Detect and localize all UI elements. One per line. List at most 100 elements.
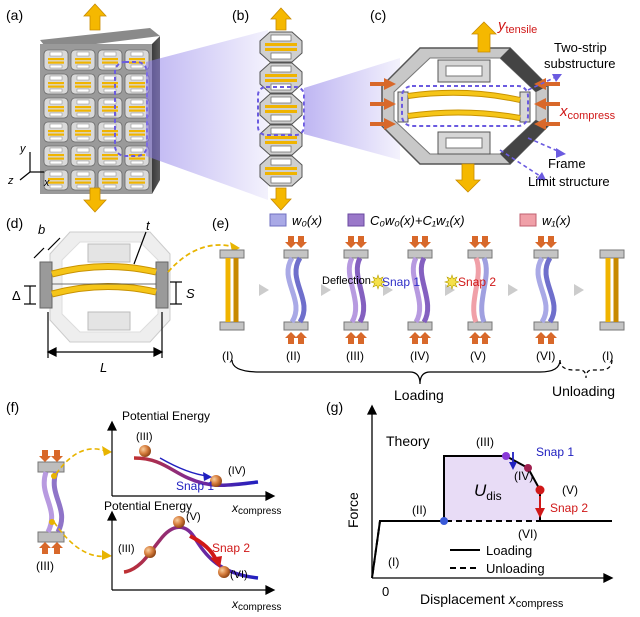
unit-cell	[43, 97, 69, 119]
axis-label-y: y	[19, 143, 27, 155]
unit-cell	[124, 49, 150, 71]
state-label-bottom-v: (V)	[186, 511, 201, 523]
legend-label-unloading: Unloading	[486, 561, 545, 576]
xlabel-top: xcompress	[231, 501, 281, 517]
unit-cell	[70, 145, 96, 167]
tensile-arrow-down-a	[83, 187, 107, 213]
panel-label-g: (g)	[326, 399, 343, 415]
callout-lines-c	[499, 75, 561, 177]
unit-cell	[97, 145, 123, 167]
arrowhead-bottom-link	[102, 550, 112, 560]
state-label-top-iv: (IV)	[228, 465, 246, 477]
snap2-label-g: Snap 2	[550, 501, 588, 515]
stage-label-1: (I)	[222, 349, 233, 363]
force-axes	[366, 404, 614, 584]
unit-cell	[97, 169, 123, 191]
unit-cell	[43, 73, 69, 95]
tensile-arrow-down-c	[455, 163, 481, 193]
snap1-label-top: Snap 1	[176, 479, 214, 493]
unit-cell-large	[381, 47, 549, 165]
udis-label: Udis	[474, 481, 502, 503]
legend-label-combo: C₀w₀(x)+C₁w₁(x)	[370, 213, 465, 228]
stage-transition-arrow	[259, 284, 269, 296]
unit-cell	[97, 97, 123, 119]
panel-label-c: (c)	[370, 7, 386, 23]
panel-label-d: (d)	[6, 215, 23, 231]
unit-cell	[97, 49, 123, 71]
coordinate-axes	[19, 152, 44, 181]
limit-structure-label: Limit structure	[528, 174, 610, 189]
state-label-g-iii: (III)	[476, 435, 494, 449]
snap-burst-icon	[444, 274, 460, 290]
unit-cell	[124, 73, 150, 95]
stage-label-3: (III)	[346, 349, 364, 363]
two-strip-label-1: Two-strip	[554, 40, 607, 55]
unit-cell	[70, 169, 96, 191]
tensile-arrow-down-b	[270, 187, 292, 211]
state-label-g-ii: (II)	[412, 503, 427, 517]
link-arrow-d-e	[167, 244, 239, 273]
displacement-axis-label: Displacement xcompress	[420, 591, 564, 610]
udis-area	[444, 456, 540, 521]
stage-transition-arrow	[383, 284, 393, 296]
zoom-fan-ab	[146, 30, 268, 200]
unit-cell-grid	[43, 49, 150, 191]
snap1-arrowhead-top	[203, 472, 212, 481]
deflection-label: Deflection	[322, 275, 371, 287]
legend-e: w₀(x) C₀w₀(x)+C₁w₁(x) w₁(x)	[269, 213, 571, 228]
callout-arrowheads-c	[536, 74, 566, 180]
unloading-brace	[559, 359, 613, 379]
deformation-stages: (I)(II)(III)(IV)(V)(VI)(I)	[219, 236, 625, 363]
beam-state-iii	[37, 450, 65, 554]
unit-cell-column	[259, 31, 303, 187]
panel-label-f: (f)	[6, 399, 19, 415]
tensile-arrow-up-c	[471, 21, 497, 53]
state-label-bottom-vi: (VI)	[230, 569, 248, 581]
energy-plot-bottom	[107, 510, 276, 595]
stage-3: (III)	[343, 236, 369, 363]
legend-label-loading: Loading	[486, 543, 532, 558]
compress-arrows-left-c	[370, 78, 396, 130]
stage-4: (IV)	[407, 236, 433, 363]
unit-cell	[70, 73, 96, 95]
marker-ii	[440, 517, 448, 525]
unit-cell	[70, 49, 96, 71]
unit-cell	[124, 169, 150, 191]
unit-cell	[124, 121, 150, 143]
state-label-g-v: (V)	[562, 483, 578, 497]
metamaterial-block	[40, 28, 160, 194]
link-to-bottom-energy	[53, 521, 109, 558]
legend-label-w0: w₀(x)	[292, 213, 322, 228]
column-cell	[259, 93, 303, 125]
unit-cell	[43, 145, 69, 167]
unit-cell	[43, 121, 69, 143]
theory-label: Theory	[386, 433, 430, 449]
stage-label-2: (II)	[286, 349, 301, 363]
state-label-g-vi: (VI)	[518, 527, 537, 541]
snap1-arrowhead-g	[509, 462, 517, 470]
state-label-g-iv: (IV)	[514, 469, 533, 483]
dim-label-t: t	[146, 218, 151, 233]
panel-label-a: (a)	[6, 7, 23, 23]
energy-curve-top	[133, 456, 259, 488]
ball-bottom-vi	[218, 566, 230, 578]
dim-label-delta: Δ	[12, 288, 21, 303]
force-axis-label: Force	[345, 492, 361, 528]
column-cell	[259, 155, 303, 187]
snap1-label-e: Snap 1	[382, 275, 420, 289]
stage-2: (II)	[283, 236, 309, 363]
arrowhead-top-link	[102, 446, 112, 456]
energy-title-bottom: Potential Energy	[104, 499, 192, 513]
ball-bottom-v	[173, 516, 185, 528]
stage-label-6: (VI)	[536, 349, 555, 363]
stage-label-5: (V)	[470, 349, 486, 363]
snap2-arrowhead-g	[535, 508, 545, 518]
stage-transition-arrow	[574, 284, 584, 296]
tensile-arrow-up-a	[83, 3, 107, 31]
origin-label: 0	[382, 584, 389, 599]
unloading-curve	[371, 520, 612, 579]
state-label-bottom-iii: (III)	[118, 543, 135, 555]
marker-iii	[502, 452, 510, 460]
legend-swatch-combo	[347, 213, 365, 227]
